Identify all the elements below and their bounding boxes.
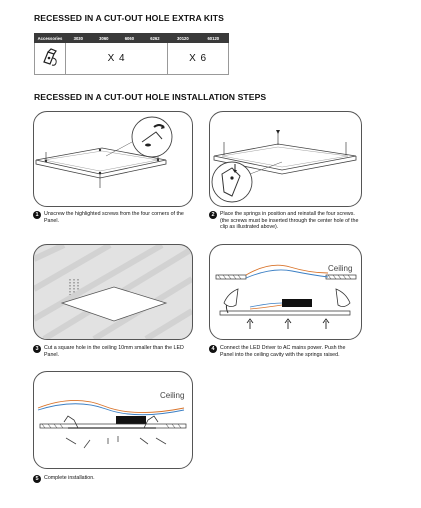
step-5-text: Complete installation. [44, 475, 95, 481]
col-3060: 3060 [90, 33, 118, 43]
step-4-number: 4 [209, 345, 217, 353]
step-2-text: Place the springs in position and reinst… [220, 211, 359, 231]
col-accessories: Accessories [34, 33, 66, 43]
col-6262: 6262 [141, 33, 169, 43]
step-3-number: 3 [33, 345, 41, 353]
quantity-small: X 4 [64, 42, 169, 75]
step-5-ceiling-label: Ceiling [160, 391, 184, 400]
step-4-illustration: Ceiling [209, 244, 362, 340]
step-1-number: 1 [33, 211, 41, 219]
spring-clip-icon [34, 42, 66, 75]
kits-table-header-row: Accessories 3030 3060 6060 6262 30120 60… [34, 33, 230, 43]
step-2-number: 2 [209, 211, 217, 219]
step-4-ceiling-label: Ceiling [328, 264, 352, 273]
col-3030: 3030 [65, 33, 92, 43]
col-30120: 30120 [167, 33, 199, 43]
quantity-large: X 6 [167, 42, 229, 75]
col-60120: 60120 [197, 33, 230, 43]
step-3-text: Cut a square hole in the ceiling 10mm sm… [44, 345, 184, 358]
col-6060: 6060 [116, 33, 143, 43]
kits-heading: RECESSED IN A CUT-OUT HOLE EXTRA KITS [34, 13, 224, 23]
step-1-text: Unscrew the highlighted screws from the … [44, 211, 184, 224]
steps-heading: RECESSED IN A CUT-OUT HOLE INSTALLATION … [34, 92, 267, 102]
step-1-illustration [33, 111, 193, 207]
kits-table-row: X 4 X 6 [34, 42, 229, 75]
kits-table: Accessories 3030 3060 6060 6262 30120 60… [34, 33, 230, 75]
step-5-illustration: Ceiling [33, 371, 193, 469]
step-2-illustration [209, 111, 362, 207]
step-4-text: Connect the LED Driver to AC mains power… [220, 345, 346, 358]
step-3-illustration [33, 244, 193, 340]
step-5-number: 5 [33, 475, 41, 483]
